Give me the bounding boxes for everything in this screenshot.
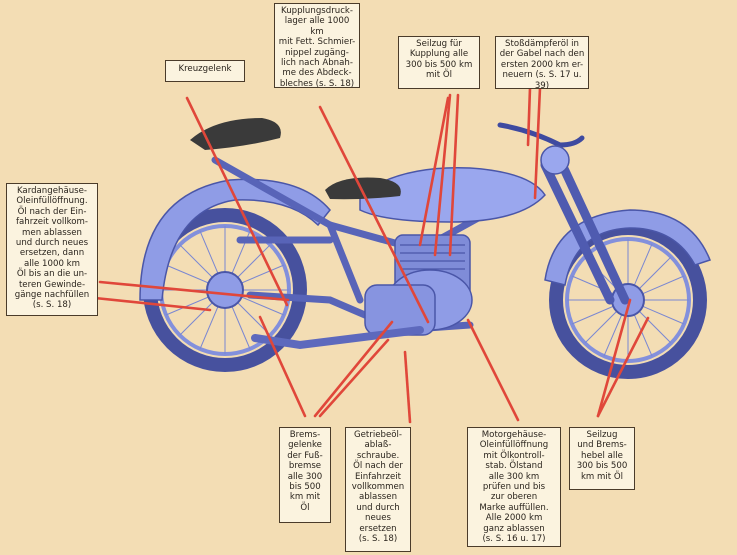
- label-kreuzgelenk: Kreuzgelenk: [165, 60, 245, 82]
- label-seilzug-kupplung: Seilzug für Kupplung alle 300 bis 500 km…: [398, 36, 480, 89]
- gearbox: [364, 284, 436, 336]
- label-stossdaempferoel: Stoßdämpferöl in der Gabel nach den erst…: [495, 36, 589, 91]
- pillion-seat: [190, 118, 281, 150]
- pointer-lines: [93, 86, 650, 424]
- label-kupplungsdrucklager: Kupplungsdruck- lager alle 1000 km mit F…: [274, 3, 360, 89]
- label-bremsgelenke: Brems- gelenke der Fuß- bremse alle 300 …: [279, 427, 331, 523]
- label-motorgehaeuse: Motorgehäuse- Oleinfüllöffnung mit Ölkon…: [467, 427, 561, 547]
- headlight: [540, 145, 570, 175]
- rider-seat: [325, 177, 401, 200]
- handlebar: [497, 122, 585, 148]
- label-kardangehaeuse: Kardangehäuse- Oleinfüllöffnung. Öl nach…: [6, 183, 98, 316]
- label-getriebeoel: Getriebeöl- ablaß- schraube. Öl nach der…: [345, 427, 411, 552]
- label-seilzug-bremshebel: Seilzug und Brems- hebel alle 300 bis 50…: [569, 427, 635, 490]
- motorcycle-illustration: [139, 118, 711, 379]
- front-fork: [540, 155, 630, 305]
- rear-fender: [139, 178, 331, 301]
